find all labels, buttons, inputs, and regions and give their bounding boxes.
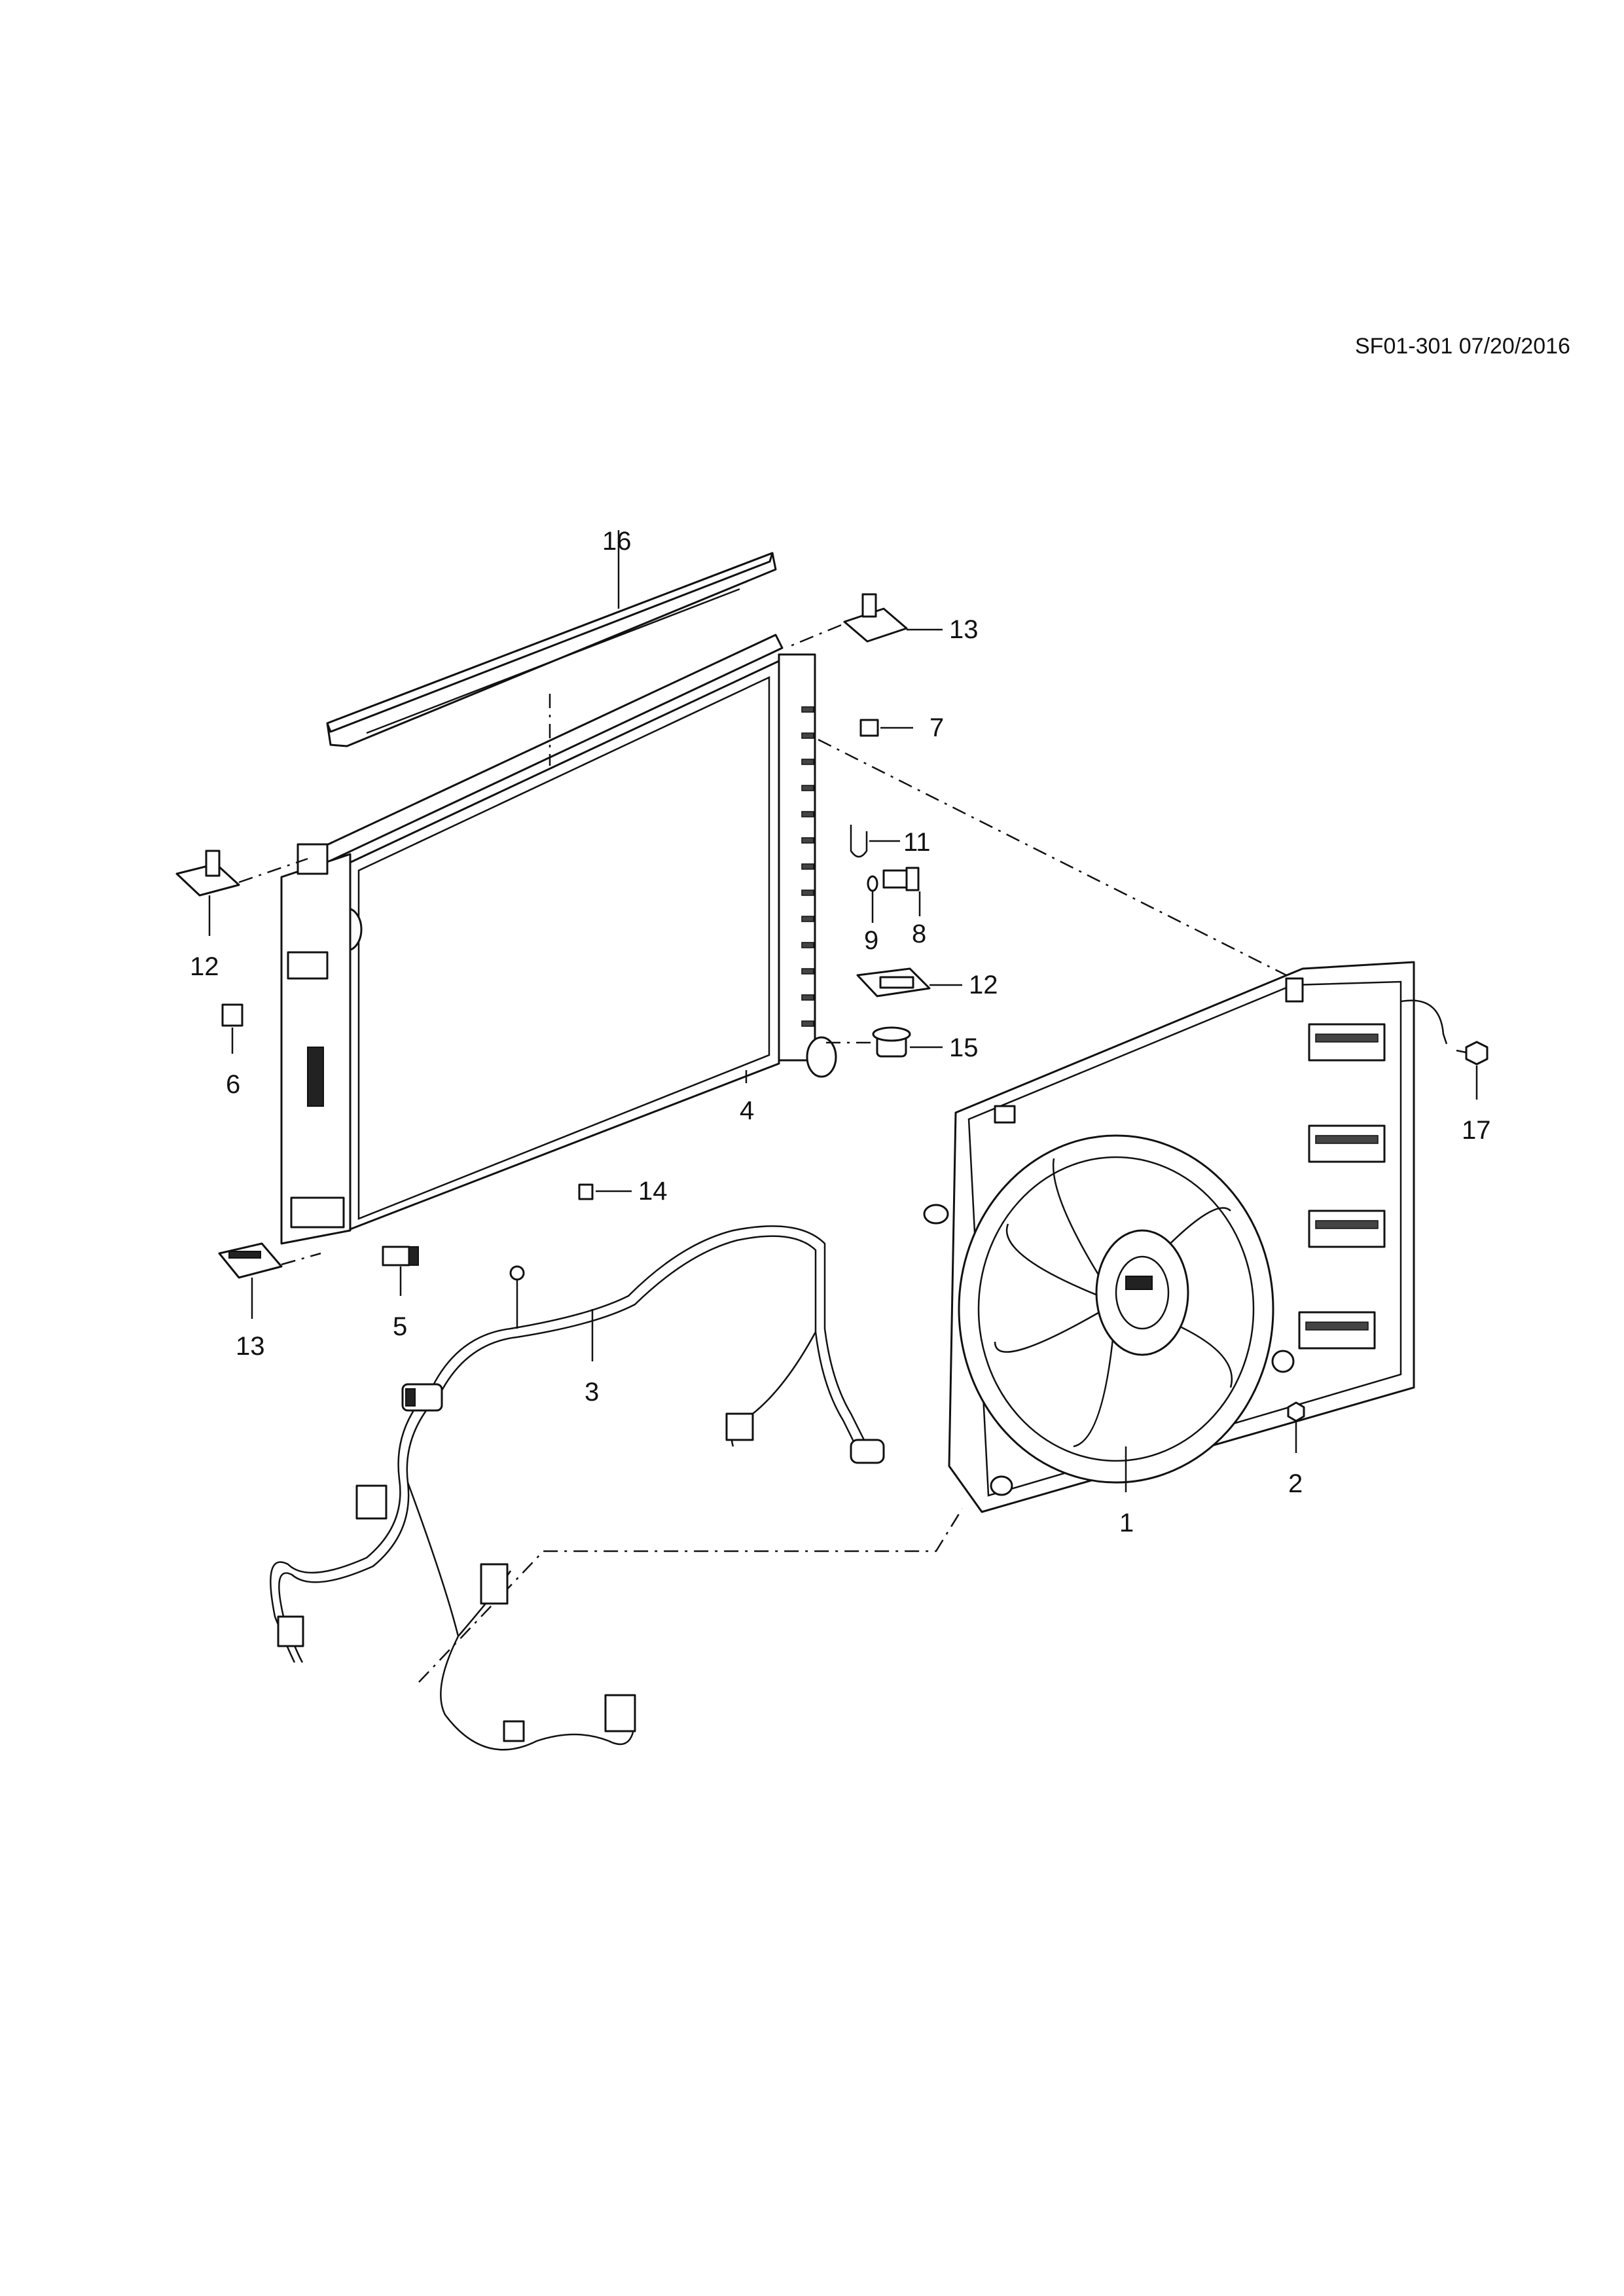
bushing-part-15 xyxy=(872,1026,943,1058)
callout-8: 8 xyxy=(912,920,926,948)
drawing-code: SF01-301 07/20/2016 xyxy=(1355,334,1570,359)
clip-part-7 xyxy=(859,719,913,737)
sensor-part-8 xyxy=(882,867,921,916)
sensor-part-5 xyxy=(382,1246,419,1296)
upper-baffle-part-16 xyxy=(326,552,777,747)
clip-part-14 xyxy=(578,1183,632,1200)
bolt-part-2 xyxy=(1287,1401,1305,1453)
alignment-line-radiator-shroud xyxy=(818,738,1300,983)
callout-11: 11 xyxy=(903,828,931,857)
bracket-part-13-top xyxy=(843,593,943,643)
bracket-part-12-right xyxy=(856,967,962,997)
alignment-line-top-bracket xyxy=(785,624,842,649)
bolt-part-17 xyxy=(1456,1041,1489,1100)
radiator-part-4 xyxy=(280,634,837,1245)
callout-9: 9 xyxy=(864,926,878,955)
callout-2: 2 xyxy=(1288,1469,1303,1498)
callout-12-left: 12 xyxy=(190,952,219,981)
callout-4: 4 xyxy=(740,1096,754,1125)
callout-15: 15 xyxy=(949,1033,979,1062)
callout-16: 16 xyxy=(602,527,632,556)
callout-12-right: 12 xyxy=(969,971,998,999)
bracket-part-12-left xyxy=(175,850,240,936)
callout-3: 3 xyxy=(585,1378,599,1407)
wiring-harness-part-3 xyxy=(270,1225,885,1751)
callout-13-bottom: 13 xyxy=(236,1332,265,1361)
clip-part-11 xyxy=(850,825,900,858)
alignment-line-left-bracket xyxy=(238,857,308,884)
callout-17: 17 xyxy=(1462,1116,1491,1145)
callout-13-top: 13 xyxy=(949,615,979,644)
fan-shroud-part-1 xyxy=(923,961,1448,1513)
alignment-line-bottom-bracket xyxy=(281,1252,321,1266)
callout-7: 7 xyxy=(929,713,944,742)
radiator-fins xyxy=(801,706,814,1027)
o-ring-part-9 xyxy=(867,875,878,923)
callout-1: 1 xyxy=(1119,1509,1134,1537)
bracket-part-13-bottom xyxy=(218,1242,283,1319)
callout-6: 6 xyxy=(226,1070,240,1099)
callout-5: 5 xyxy=(393,1312,407,1341)
clip-part-6 xyxy=(221,1003,244,1054)
callout-14: 14 xyxy=(638,1177,668,1206)
